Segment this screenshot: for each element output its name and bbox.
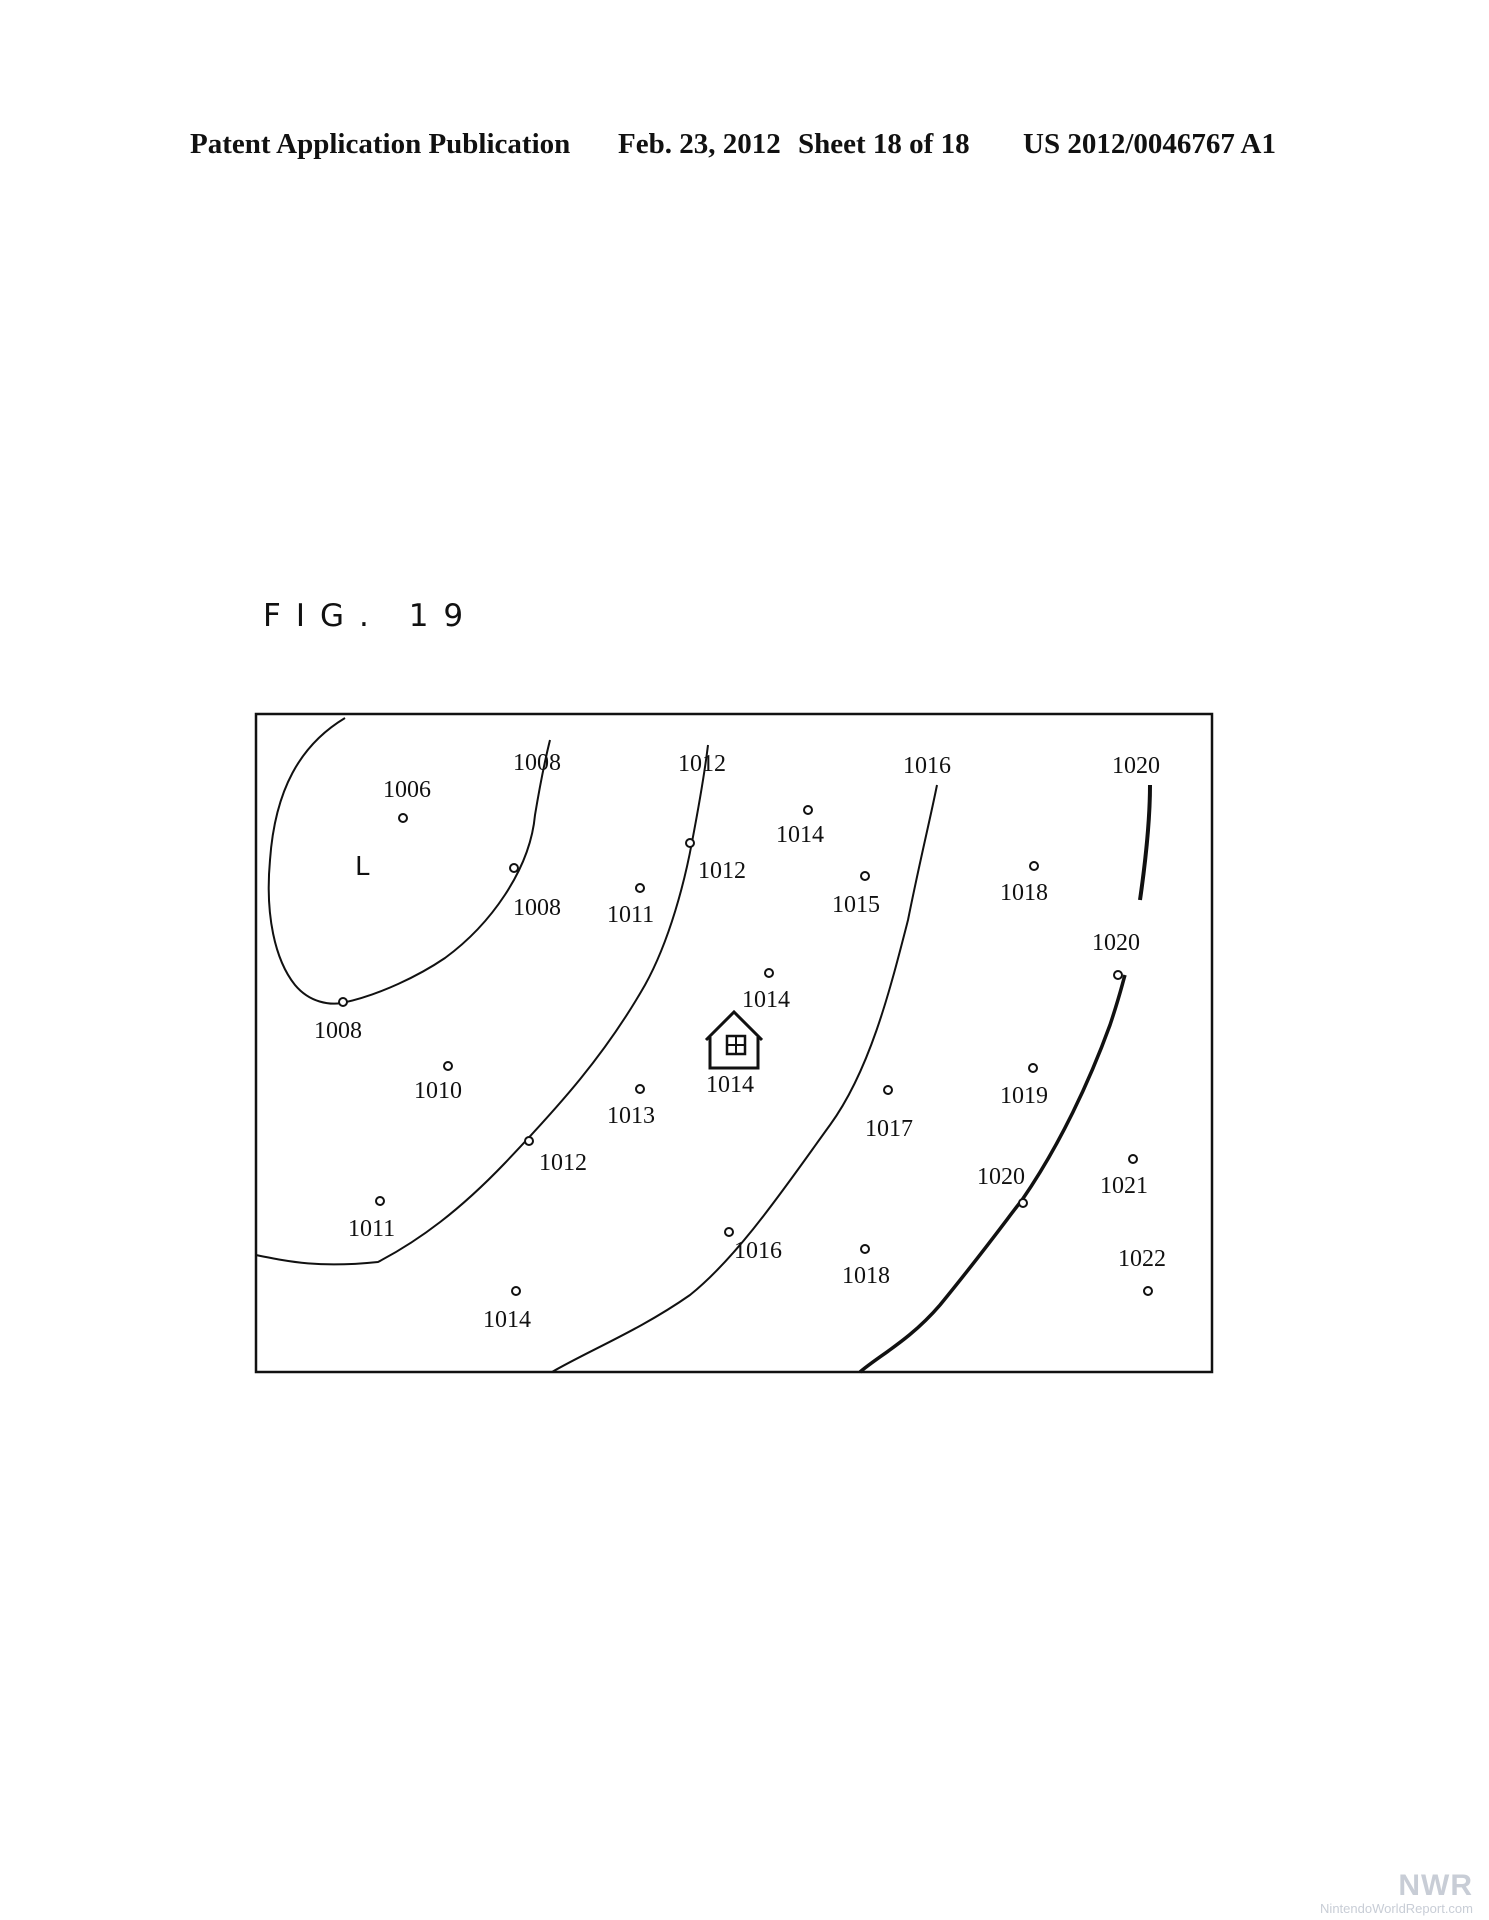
contour-label: 1012: [678, 751, 726, 777]
site-watermark: NWR NintendoWorldReport.com: [1320, 1869, 1473, 1917]
isobar-1020-north: [1138, 784, 1152, 901]
station-label: 1022: [1118, 1246, 1166, 1272]
station-label: 1021: [1100, 1173, 1148, 1199]
station-point: [635, 883, 645, 893]
contour-label: 1008: [513, 750, 561, 776]
publication-type: Patent Application Publication: [190, 128, 571, 160]
isobar-point: [1018, 1198, 1028, 1208]
station-label: 1017: [865, 1116, 913, 1142]
contour-label: 1012: [698, 858, 746, 884]
station-label: 1014: [483, 1307, 531, 1333]
low-pressure-marker: L: [355, 852, 370, 882]
watermark-logo: NWR: [1398, 1869, 1473, 1902]
contour-label: 1016: [903, 753, 951, 779]
station-label: 1014: [706, 1072, 754, 1098]
station-point: [883, 1085, 893, 1095]
station-label: 1010: [414, 1078, 462, 1104]
station-point: [1029, 861, 1039, 871]
station-point: [860, 871, 870, 881]
isobar-point: [524, 1136, 534, 1146]
station-label: 1006: [383, 777, 431, 803]
station-label: 1014: [776, 822, 824, 848]
contour-label: 1016: [734, 1238, 782, 1264]
station-point: [860, 1244, 870, 1254]
isobar-1008: [267, 717, 551, 1005]
station-point: [1143, 1286, 1153, 1296]
station-point: [443, 1061, 453, 1071]
station-label: 1014: [742, 987, 790, 1013]
station-point: [375, 1196, 385, 1206]
isobar-point: [338, 997, 348, 1007]
isobar-point: [685, 838, 695, 848]
station-label: 1011: [348, 1216, 395, 1242]
isobar-point: [724, 1227, 734, 1237]
station-label: 1019: [1000, 1083, 1048, 1109]
station-point: [1028, 1063, 1038, 1073]
station-point: [803, 805, 813, 815]
station-label: 1013: [607, 1103, 655, 1129]
station-point: [1128, 1154, 1138, 1164]
contour-label: 1008: [513, 895, 561, 921]
station-label: 1018: [1000, 880, 1048, 906]
station-point: [398, 813, 408, 823]
watermark-site: NintendoWorldReport.com: [1320, 1901, 1473, 1916]
contour-label: 1012: [539, 1150, 587, 1176]
patent-header: Patent Application Publication Feb. 23, …: [0, 128, 1489, 168]
station-point: [635, 1084, 645, 1094]
station-point: [764, 968, 774, 978]
figure-label: FIG. 19: [263, 598, 479, 634]
isobar-point: [1113, 970, 1123, 980]
contour-label: 1020: [977, 1164, 1025, 1190]
patent-number: US 2012/0046767 A1: [1023, 128, 1276, 160]
isobar-point: [509, 863, 519, 873]
map-frame: [254, 712, 1214, 1374]
isobar-1016: [551, 784, 938, 1373]
station-label: 1011: [607, 902, 654, 928]
isobar-1012: [255, 744, 709, 1266]
station-label: 1018: [842, 1263, 890, 1289]
contour-label: 1020: [1112, 753, 1160, 779]
publication-date: Feb. 23, 2012: [618, 128, 781, 160]
house-icon: [704, 1009, 764, 1070]
sheet-number: Sheet 18 of 18: [798, 128, 970, 160]
station-label: 1015: [832, 892, 880, 918]
station-point: [511, 1286, 521, 1296]
contour-label: 1008: [314, 1018, 362, 1044]
contour-label: 1020: [1092, 930, 1140, 956]
